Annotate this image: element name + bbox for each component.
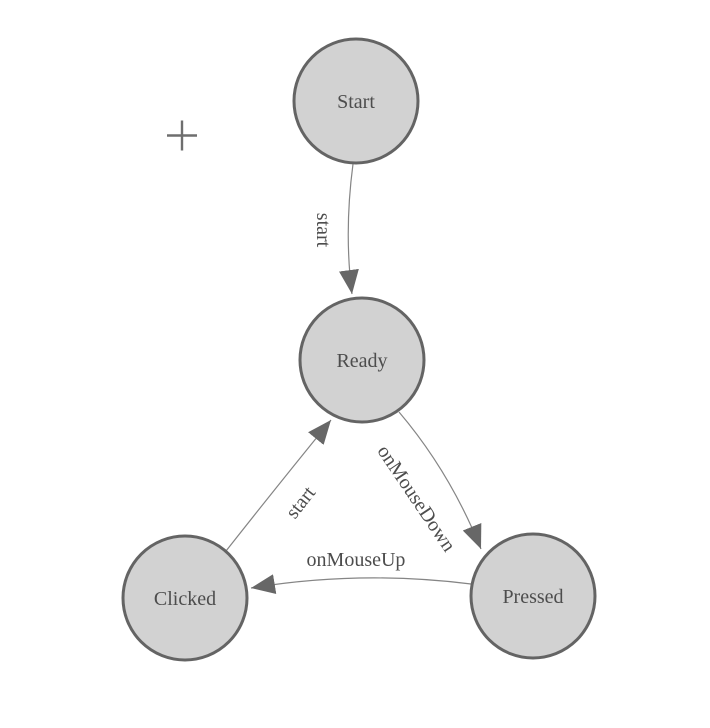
edge-label-start-to-ready: start (312, 213, 334, 248)
state-circle-clicked[interactable] (121, 534, 249, 662)
edge-path-start-to-ready[interactable] (339, 163, 359, 295)
edge-pressed-to-clicked[interactable]: onMouseUp (250, 549, 472, 594)
state-node-ready[interactable]: Ready (298, 296, 426, 424)
state-node-pressed[interactable]: Pressed (469, 532, 597, 660)
edge-path-pressed-to-clicked[interactable] (250, 574, 472, 594)
edge-start-to-ready[interactable]: start (312, 163, 359, 295)
state-label-pressed: Pressed (502, 586, 563, 608)
edge-path-clicked-to-ready[interactable] (225, 419, 332, 552)
state-circle-start[interactable] (292, 37, 420, 165)
state-label-ready: Ready (336, 350, 387, 372)
state-label-clicked: Clicked (154, 588, 216, 610)
crosshair-icon (167, 120, 197, 151)
state-node-start[interactable]: Start (292, 37, 420, 165)
state-circle-pressed[interactable] (469, 532, 597, 660)
state-circle-ready[interactable] (298, 296, 426, 424)
edge-label-pressed-to-clicked: onMouseUp (307, 549, 406, 571)
state-node-clicked[interactable]: Clicked (121, 534, 249, 662)
edge-path-ready-to-pressed[interactable] (398, 411, 482, 550)
state-label-start: Start (337, 91, 375, 113)
